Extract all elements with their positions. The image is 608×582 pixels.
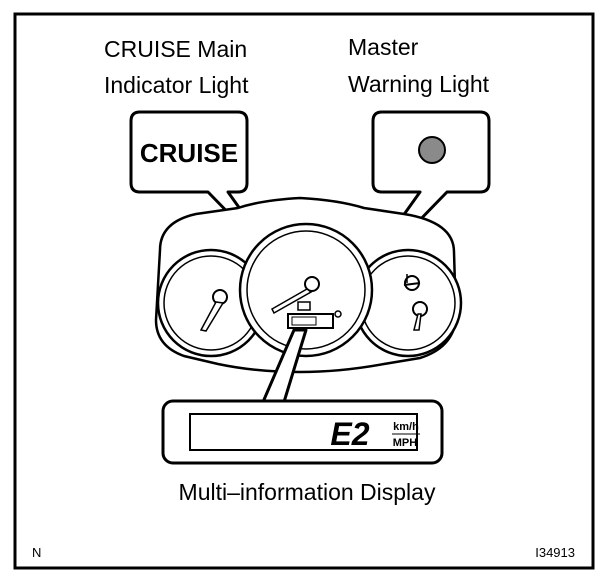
- instrument-cluster: [154, 196, 463, 374]
- cruise-indicator-text: CRUISE: [140, 138, 238, 168]
- corner-right-code: I34913: [535, 545, 575, 560]
- center-warning-lamp: [334, 310, 342, 318]
- left-gauge-needle-icon: [199, 289, 228, 332]
- temp-gauge-icon: [412, 301, 428, 331]
- center-small-indicator: [297, 301, 311, 311]
- master-warning-dot-icon: [418, 136, 446, 164]
- unit-bottom: MPH: [393, 437, 418, 449]
- master-title-line2: Warning Light: [348, 71, 490, 97]
- unit-top: km/h: [393, 421, 419, 433]
- fuel-gauge-icon: [403, 274, 421, 291]
- multi-info-display: E2 km/h MPH: [161, 399, 444, 465]
- cruise-title-line1: CRUISE Main: [104, 36, 247, 62]
- cruise-title-line2: Indicator Light: [104, 72, 249, 98]
- outer-frame: [13, 12, 595, 570]
- center-gauge-needle-icon: [271, 276, 320, 315]
- master-title-line1: Master: [348, 34, 419, 60]
- display-code: E2: [330, 416, 369, 452]
- display-title: Multi–information Display: [179, 479, 436, 505]
- corner-left-code: N: [32, 545, 41, 560]
